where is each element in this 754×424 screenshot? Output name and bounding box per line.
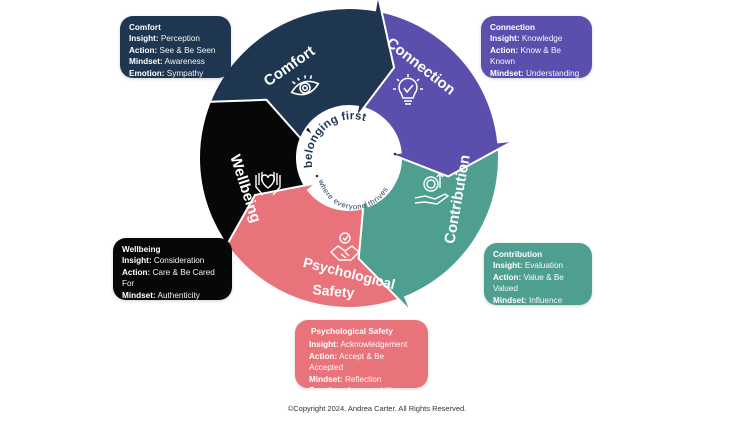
row-key: Emotion:: [490, 80, 526, 90]
card-row-action: Action: Know & Be Known: [490, 45, 584, 68]
row-key: Emotion:: [309, 386, 345, 396]
row-value: Sympathy: [166, 68, 204, 78]
row-key: Insight:: [129, 34, 159, 44]
card-row-insight: Insight: Knowledge: [490, 33, 584, 44]
row-key: Action:: [122, 267, 151, 277]
row-value: Understanding: [525, 68, 580, 78]
card-row-emotion: Emotion: Fulfillment: [493, 306, 584, 317]
card-title: Wellbeing: [122, 245, 161, 254]
row-value: Care & Be Cared For: [122, 267, 215, 289]
brand-dot-left: [315, 174, 319, 178]
row-key: Insight:: [493, 261, 523, 271]
row-value: Value & Be Valued: [493, 272, 564, 294]
arrow-connection: [352, 7, 515, 178]
card-row-action: Action: Accept & Be Accepted: [309, 351, 420, 374]
row-value: Compassion: [159, 302, 206, 312]
row-value: Accountability: [346, 386, 397, 396]
row-key: Mindset:: [129, 57, 163, 67]
card-row-mindset: Mindset: Authenticity: [122, 290, 224, 301]
row-key: Insight:: [122, 256, 152, 266]
card-title: Comfort: [129, 23, 161, 32]
row-value: Empathy: [527, 80, 561, 90]
card-row-action: Action: See & Be Seen: [129, 45, 223, 56]
row-value: Evaluation: [524, 261, 564, 271]
card-row-insight: Insight: Acknowledgement: [309, 339, 420, 350]
row-value: Reflection: [344, 374, 382, 384]
row-key: Mindset:: [493, 295, 527, 305]
card-row-insight: Insight: Perception: [129, 33, 223, 44]
row-key: Mindset:: [490, 68, 524, 78]
card-row-emotion: Emotion: Accountability: [309, 385, 420, 396]
row-key: Action:: [129, 45, 158, 55]
row-value: Perception: [160, 34, 200, 44]
copyright-notice: ©Copyright 2024. Andrea Carter. All Righ…: [287, 404, 467, 413]
row-value: Fulfillment: [530, 307, 569, 317]
row-key: Insight:: [490, 34, 520, 44]
row-key: Action:: [490, 45, 519, 55]
lightbulb-check-icon: [393, 74, 423, 105]
row-value: See & Be Seen: [159, 45, 216, 55]
card-row-emotion: Emotion: Empathy: [490, 79, 584, 90]
card-row-action: Action: Care & Be Cared For: [122, 267, 224, 290]
card-row-mindset: Mindset: Understanding: [490, 68, 584, 79]
row-key: Emotion:: [129, 68, 165, 78]
card-row-emotion: Emotion: Compassion: [122, 301, 224, 312]
row-value: Acknowledgement: [340, 340, 408, 350]
row-value: Consideration: [153, 256, 205, 266]
card-comfort: Comfort Insight: Perception Action: See …: [120, 16, 231, 78]
brand-dot-right: [393, 152, 397, 156]
card-title: Connection: [490, 23, 536, 32]
handshake-check-icon: [329, 232, 361, 261]
card-title: Contribution: [493, 250, 543, 259]
card-row-emotion: Emotion: Sympathy: [129, 68, 223, 79]
row-value: Authenticity: [157, 290, 200, 300]
card-psychological-safety: Psychological Safety Insight: Acknowledg…: [295, 320, 428, 395]
hands-heart-icon: [255, 172, 281, 196]
card-row-action: Action: Value & Be Valued: [493, 272, 584, 295]
hand-coin-growth-icon: [414, 171, 450, 205]
card-connection: Connection Insight: Knowledge Action: Kn…: [481, 16, 592, 89]
row-key: Emotion:: [122, 302, 158, 312]
row-value: Awareness: [164, 57, 205, 67]
row-value: Knowledge: [521, 34, 563, 44]
row-key: Action:: [493, 272, 522, 282]
row-value: Influence: [528, 295, 563, 305]
card-row-mindset: Mindset: Reflection: [309, 374, 420, 385]
card-row-insight: Insight: Consideration: [122, 255, 224, 266]
eye-icon: [290, 75, 320, 96]
card-contribution: Contribution Insight: Evaluation Action:…: [484, 243, 592, 316]
segment-label-psychological-safety-line2: Safety: [312, 281, 355, 301]
card-wellbeing: Wellbeing Insight: Consideration Action:…: [113, 238, 232, 311]
card-row-insight: Insight: Evaluation: [493, 260, 584, 271]
row-key: Mindset:: [309, 374, 343, 384]
card-title: Psychological Safety: [311, 327, 393, 336]
row-value: Accept & Be Accepted: [309, 351, 385, 373]
card-row-mindset: Mindset: Awareness: [129, 56, 223, 67]
row-key: Mindset:: [122, 290, 156, 300]
arrow-contribution: [357, 130, 500, 313]
row-value: Know & Be Known: [490, 45, 561, 67]
row-key: Emotion:: [493, 307, 529, 317]
row-key: Insight:: [309, 340, 339, 350]
card-row-mindset: Mindset: Influence: [493, 295, 584, 306]
row-key: Action:: [309, 351, 338, 361]
